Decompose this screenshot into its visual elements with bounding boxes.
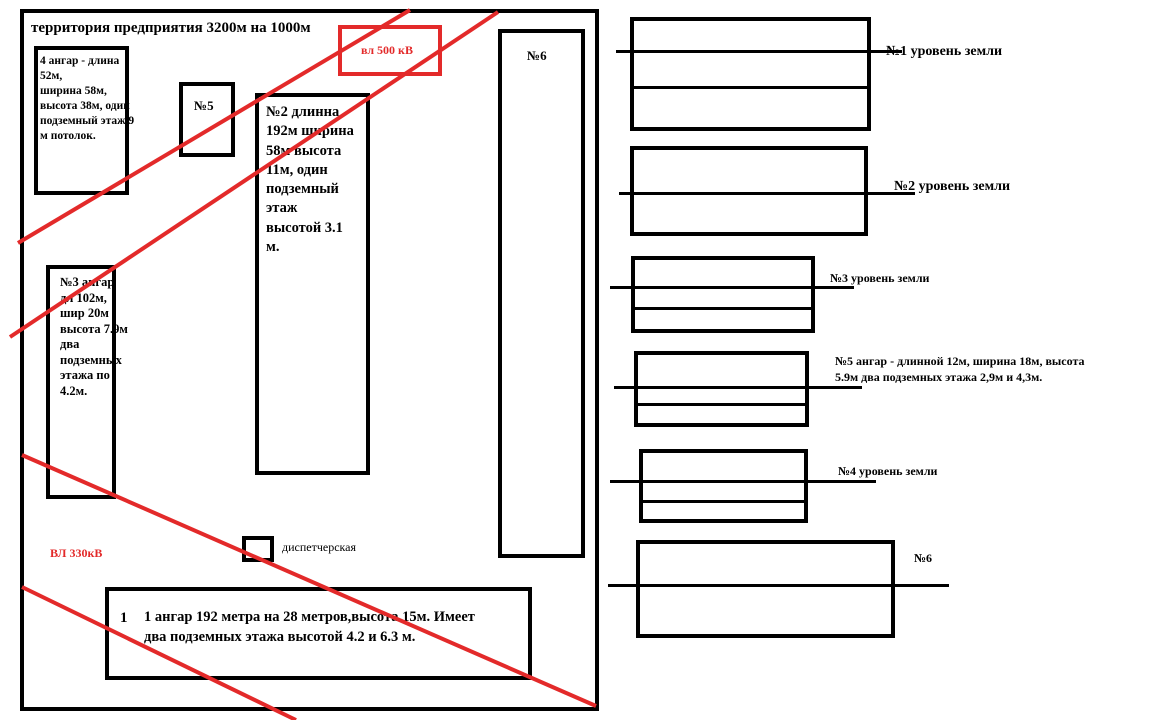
section-1: [630, 17, 871, 131]
hangar-3: [46, 265, 116, 499]
site-boundary: [20, 9, 599, 711]
dispatch-label: диспетчерская: [282, 540, 357, 554]
section-2: [630, 146, 868, 236]
section-5: [634, 351, 809, 427]
hangar-1-number: 1: [120, 610, 128, 626]
power-line-330-lower: [21, 585, 297, 720]
section-4-ground-level: [610, 480, 876, 483]
hangar-1-description: 1 ангар 192 метра на 28 метров,высота 15…: [144, 609, 475, 645]
section-2-ground-level: [619, 192, 915, 195]
section-2-label: №2 уровень земли: [894, 179, 1011, 194]
hangar-2: [255, 93, 370, 475]
section-3-label: №3 уровень земли: [830, 271, 930, 285]
power-line-330-label: ВЛ 330кВ: [50, 546, 103, 560]
hangar-4-description: 4 ангар - длина 52м, ширина 58м, высота …: [40, 55, 135, 142]
section-1-ground-level: [616, 50, 902, 53]
hangar-4: [34, 46, 129, 195]
hangar-6-label: №6: [527, 48, 547, 63]
section-4-label: №4 уровень земли: [838, 464, 938, 478]
section-4-floor-line: [641, 500, 806, 503]
section-4: [639, 449, 808, 523]
section-1-label: №1 уровень земли: [886, 44, 1003, 59]
hangar-1: [105, 587, 532, 680]
power-line-500-label: вл 500 кВ: [361, 43, 413, 57]
hangar-6: [498, 29, 585, 558]
power-line-330-upper: [21, 453, 597, 708]
power-line-500-lower: [8, 10, 500, 339]
power-line-500-upper: [16, 8, 412, 245]
site-title: территория предприятия 3200м на 1000м: [31, 20, 311, 36]
section-3-ground-level: [610, 286, 854, 289]
hangar-3-description: №3 ангар дл 102м, шир 20м высота 7.9м дв…: [60, 275, 128, 398]
section-5-floor-line-1: [636, 403, 807, 406]
section-5-label: №5 ангар - длинной 12м, ширина 18м, высо…: [835, 354, 1085, 384]
section-5-ground-level: [614, 386, 862, 389]
section-3-floor-line: [633, 307, 813, 310]
section-6: [636, 540, 895, 638]
section-6-ground-level: [608, 584, 949, 587]
section-1-floor-line: [632, 86, 869, 89]
section-3: [631, 256, 815, 333]
hangar-5: [179, 82, 235, 157]
section-6-label: №6: [914, 551, 933, 565]
hangar-5-label: №5: [194, 98, 214, 113]
